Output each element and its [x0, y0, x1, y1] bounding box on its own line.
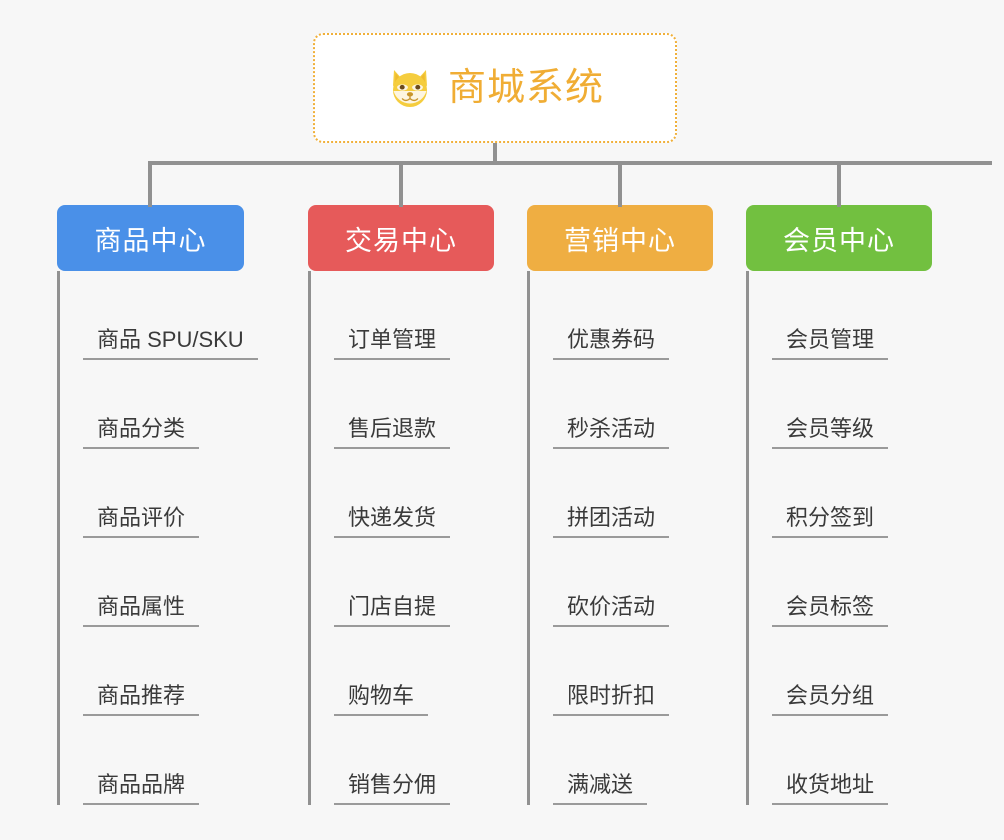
leaf-list: 优惠券码秒杀活动拼团活动砍价活动限时折扣满减送 [527, 271, 713, 805]
leaf-item[interactable]: 售后退款 [308, 360, 494, 449]
leaf-label: 秒杀活动 [553, 416, 670, 449]
root-node[interactable]: 商城系统 [313, 33, 677, 143]
leaf-label: 会员分组 [772, 683, 889, 716]
leaf-list: 订单管理售后退款快递发货门店自提购物车销售分佣 [308, 271, 494, 805]
leaf-label: 门店自提 [334, 594, 451, 627]
leaf-item[interactable]: 会员管理 [746, 271, 932, 360]
connector-drop-4 [837, 161, 841, 207]
connector-root-stem [493, 143, 497, 164]
category-header-1[interactable]: 商品中心 [57, 205, 244, 271]
leaf-item[interactable]: 满减送 [527, 716, 713, 805]
leaf-item[interactable]: 快递发货 [308, 449, 494, 538]
connector-trunk-4 [746, 271, 749, 805]
category-column-1: 商品中心商品 SPU/SKU 商品分类商品评价商品属性商品推荐商品品牌 [57, 205, 258, 805]
leaf-label: 积分签到 [772, 505, 889, 538]
leaf-label: 砍价活动 [553, 594, 670, 627]
connector-trunk-2 [308, 271, 311, 805]
category-header-3[interactable]: 营销中心 [527, 205, 713, 271]
category-label: 会员中心 [783, 225, 895, 256]
leaf-label: 购物车 [334, 683, 429, 716]
leaf-label: 销售分佣 [334, 772, 451, 805]
category-label: 营销中心 [564, 225, 676, 256]
leaf-item[interactable]: 商品品牌 [57, 716, 244, 805]
leaf-label: 商品推荐 [83, 683, 200, 716]
leaf-label: 商品品牌 [83, 772, 200, 805]
shiba-dog-icon [386, 66, 434, 110]
leaf-label: 满减送 [553, 772, 648, 805]
page-title: 商城系统 [447, 67, 604, 109]
leaf-item[interactable]: 销售分佣 [308, 716, 494, 805]
category-header-4[interactable]: 会员中心 [746, 205, 932, 271]
leaf-item[interactable]: 秒杀活动 [527, 360, 713, 449]
leaf-label: 商品评价 [83, 505, 200, 538]
leaf-item[interactable]: 商品推荐 [57, 627, 244, 716]
leaf-item[interactable]: 会员分组 [746, 627, 932, 716]
connector-drop-2 [399, 161, 403, 207]
leaf-label: 订单管理 [334, 327, 451, 360]
leaf-label: 商品属性 [83, 594, 200, 627]
leaf-label: 会员等级 [772, 416, 889, 449]
leaf-label: 商品分类 [83, 416, 200, 449]
leaf-label: 快递发货 [334, 505, 451, 538]
leaf-list: 会员管理会员等级积分签到会员标签会员分组收货地址 [746, 271, 932, 805]
leaf-label: 会员管理 [772, 327, 889, 360]
leaf-item[interactable]: 收货地址 [746, 716, 932, 805]
leaf-item[interactable]: 限时折扣 [527, 627, 713, 716]
leaf-item[interactable]: 优惠券码 [527, 271, 713, 360]
leaf-item[interactable]: 商品分类 [57, 360, 244, 449]
leaf-item[interactable]: 会员标签 [746, 538, 932, 627]
leaf-label: 限时折扣 [553, 683, 670, 716]
leaf-item[interactable]: 砍价活动 [527, 538, 713, 627]
category-label: 商品中心 [94, 225, 207, 256]
category-column-3: 营销中心优惠券码秒杀活动拼团活动砍价活动限时折扣满减送 [527, 205, 713, 805]
leaf-label: 会员标签 [772, 594, 889, 627]
category-header-2[interactable]: 交易中心 [308, 205, 494, 271]
leaf-item[interactable]: 拼团活动 [527, 449, 713, 538]
leaf-list: 商品 SPU/SKU 商品分类商品评价商品属性商品推荐商品品牌 [57, 271, 258, 805]
leaf-label: 优惠券码 [553, 327, 670, 360]
leaf-item[interactable]: 商品属性 [57, 538, 244, 627]
category-column-4: 会员中心会员管理会员等级积分签到会员标签会员分组收货地址 [746, 205, 932, 805]
category-column-2: 交易中心订单管理售后退款快递发货门店自提购物车销售分佣 [308, 205, 494, 805]
connector-trunk-3 [527, 271, 530, 805]
leaf-item[interactable]: 会员等级 [746, 360, 932, 449]
leaf-label: 拼团活动 [553, 505, 670, 538]
leaf-item[interactable]: 商品评价 [57, 449, 244, 538]
leaf-item[interactable]: 订单管理 [308, 271, 494, 360]
leaf-label: 售后退款 [334, 416, 451, 449]
leaf-item[interactable]: 门店自提 [308, 538, 494, 627]
leaf-item[interactable]: 商品 SPU/SKU [57, 271, 258, 360]
leaf-label: 收货地址 [772, 772, 889, 805]
connector-horizontal-bus [148, 161, 992, 165]
category-label: 交易中心 [345, 225, 457, 256]
leaf-item[interactable]: 购物车 [308, 627, 494, 716]
leaf-item[interactable]: 积分签到 [746, 449, 932, 538]
leaf-label: 商品 SPU/SKU [83, 327, 258, 360]
connector-drop-1 [148, 161, 152, 207]
connector-trunk-1 [57, 271, 60, 805]
connector-drop-3 [618, 161, 622, 207]
